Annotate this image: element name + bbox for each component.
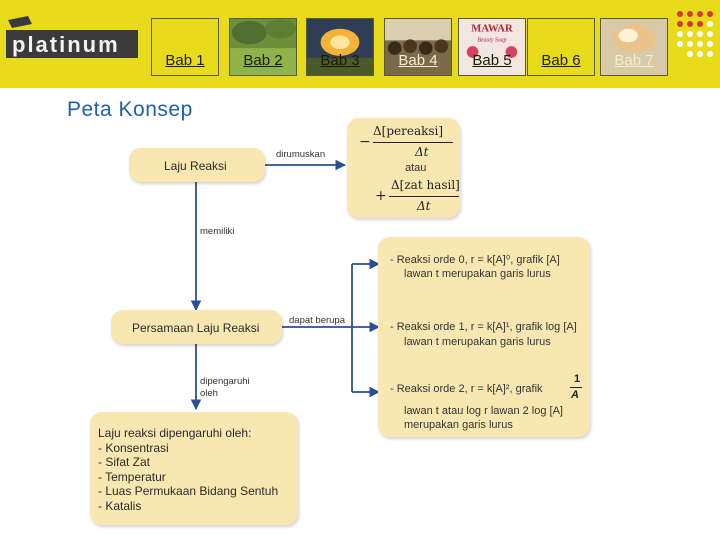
order-2-frac-den: A [571,389,579,401]
factor-item: - Sifat Zat [98,455,151,469]
order-1-line-2: lawan t merupakan garis lurus [404,336,551,348]
tab-1-thumbnail [152,19,218,75]
label-memiliki: memiliki [200,226,235,237]
header-bar: platinum Bab 1 Bab 2 Bab 3 [0,0,720,88]
order-2-frac-bar [570,387,582,388]
tab-label: Bab 3 [320,52,360,69]
tab-bab-1[interactable]: Bab 1 [151,18,219,76]
formula-num-2: Δ[zat hasil] [391,178,460,192]
order-0-line-2: lawan t merupakan garis lurus [404,268,551,280]
tab-bab-6[interactable]: Bab 6 [527,18,595,76]
tab-5-thumbnail: MAWAR Beauty Soap [459,19,525,75]
formula-atau: atau [405,162,427,174]
tab-bab-7[interactable]: Bab 7 [600,18,668,76]
tab-label: Bab 1 [165,52,205,69]
reaction-order-box: - Reaksi orde 0, r = k[A]⁰, grafik [A] l… [378,237,590,437]
tab-2-thumbnail [230,19,296,75]
tab-7-thumbnail [601,19,667,75]
label-dipengaruhi: dipengaruhi oleh [200,376,250,399]
fraction-bar-1 [373,142,453,143]
factor-item: - Konsentrasi [98,440,169,455]
tab-bab-5[interactable]: MAWAR Beauty Soap Bab 5 [458,18,526,76]
formula-minus: − [359,134,371,150]
tab-bab-2[interactable]: Bab 2 [229,18,297,76]
tab-6-thumbnail [528,19,594,75]
laju-reaksi-box: Laju Reaksi [129,148,265,182]
formula-box: Δ[pereaksi] − Δt atau Δ[zat hasil] + Δt [347,118,460,218]
tab-label: Bab 6 [541,52,581,69]
formula-num-1: Δ[pereaksi] [373,124,444,138]
fraction-bar-2 [389,196,459,197]
factor-item: - Katalis [98,498,142,513]
platinum-logo[interactable]: platinum [2,14,140,62]
label-dapat-berupa: dapat berupa [289,315,345,326]
factors-box: Laju reaksi dipengaruhi oleh: - Konsentr… [90,412,298,525]
order-2-line-2: lawan t atau log r lawan 2 log [A] [404,405,563,417]
thumb-brand-text: MAWAR [471,23,513,35]
persamaan-box: Persamaan Laju Reaksi [111,310,282,344]
persamaan-label: Persamaan Laju Reaksi [132,321,260,335]
factors-heading: Laju reaksi dipengaruhi oleh: [98,426,252,440]
tab-label: Bab 5 [472,52,512,69]
tab-label: Bab 7 [614,52,654,69]
tab-4-thumbnail [385,19,451,75]
tab-3-thumbnail [307,19,373,75]
order-2-line-1: - Reaksi orde 2, r = k[A]², grafik [390,383,543,395]
page-title: Peta Konsep [67,98,193,121]
label-dirumuskan: dirumuskan [276,149,326,160]
order-1-line-1: - Reaksi orde 1, r = k[A]¹, grafik log [… [390,321,577,333]
tab-bab-4[interactable]: Bab 4 [384,18,452,76]
logo-text: platinum [12,32,120,57]
order-0-line-1: - Reaksi orde 0, r = k[A]⁰, grafik [A] [390,254,560,266]
factor-item: - Luas Permukaan Bidang Sentuh [98,484,279,498]
formula-den-1: Δt [415,145,429,159]
decorative-dots [677,11,713,57]
tab-label: Bab 2 [243,52,283,69]
factor-item: - Temperatur [98,469,166,484]
order-2-frac-num: 1 [574,373,581,385]
tab-bab-3[interactable]: Bab 3 [306,18,374,76]
laju-reaksi-label: Laju Reaksi [164,159,227,173]
formula-den-2: Δt [417,199,431,213]
order-2-line-3: merupakan garis lurus [404,419,513,431]
formula-plus: + [375,188,387,204]
thumb-brand-subtext: Beauty Soap [477,37,506,43]
tab-label: Bab 4 [398,52,438,69]
